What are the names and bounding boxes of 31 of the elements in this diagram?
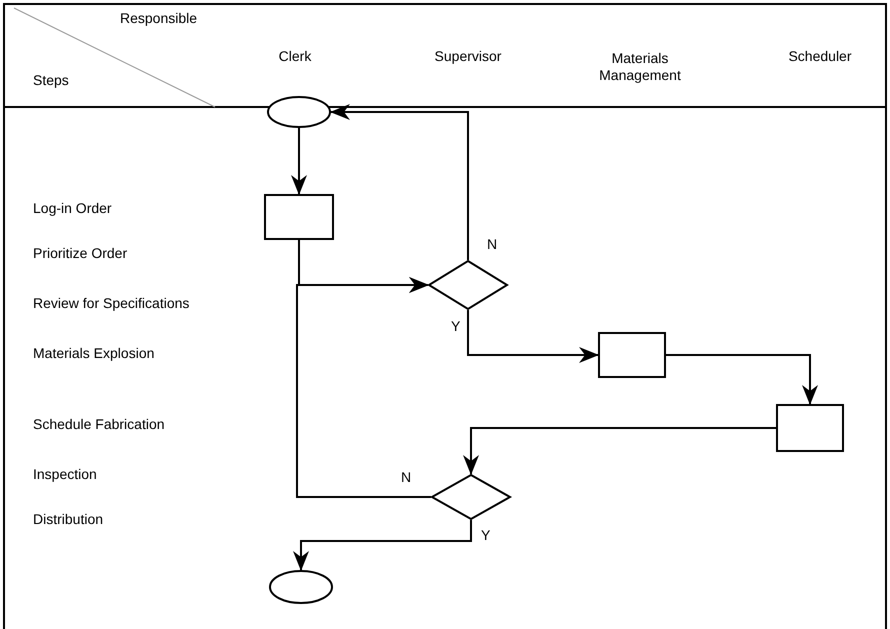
process-box <box>264 194 334 240</box>
step-label: Inspection <box>33 466 98 483</box>
edge-label: N <box>400 469 412 485</box>
arrow <box>296 277 431 498</box>
process-box <box>598 332 666 378</box>
column-header: Clerk <box>278 48 312 65</box>
step-label: Materials Explosion <box>33 345 156 362</box>
step-label: Distribution <box>33 511 104 528</box>
arrow <box>467 310 599 363</box>
row-header: Steps <box>33 72 70 89</box>
step-label: Log-in Order <box>33 200 113 217</box>
step-label: Schedule Fabrication <box>33 416 166 433</box>
terminal-oval <box>269 570 333 604</box>
decision-diamond <box>428 260 508 310</box>
arrow <box>666 354 818 405</box>
arrow <box>330 104 469 260</box>
decision-diamond <box>431 474 511 520</box>
process-box <box>776 404 844 452</box>
step-label: Prioritize Order <box>33 245 128 262</box>
column-header: Responsible <box>120 10 198 27</box>
edge-label: Y <box>480 527 492 543</box>
arrow <box>293 520 472 571</box>
column-header: Scheduler <box>787 48 853 65</box>
arrow <box>291 128 307 195</box>
edge-label: N <box>486 236 498 252</box>
column-header: Materials Management <box>598 50 682 84</box>
column-header: Supervisor <box>434 48 502 65</box>
arrow <box>463 427 776 475</box>
terminal-oval <box>267 96 331 128</box>
edge-label: Y <box>450 318 462 334</box>
step-label: Review for Specifications <box>33 295 190 312</box>
